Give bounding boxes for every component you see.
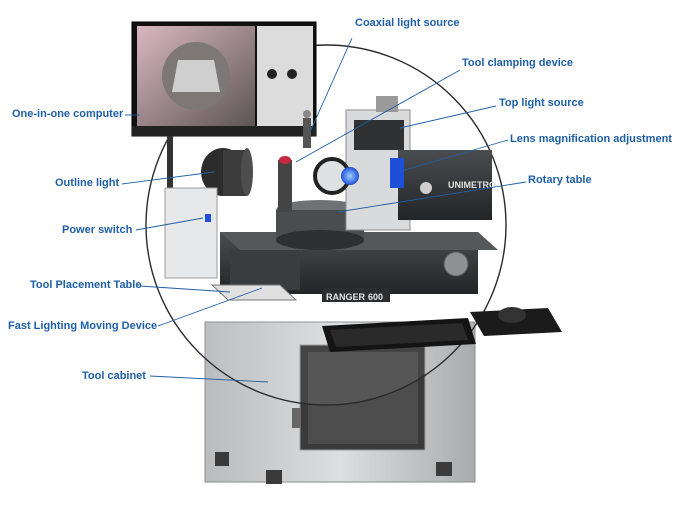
- leader-lens: [397, 139, 509, 173]
- power-unit: [164, 187, 218, 279]
- monitor-stand: [167, 136, 173, 196]
- label-lens-magnification-adjustment: Lens magnification adjustment: [510, 133, 672, 145]
- leader-lighting: [157, 287, 263, 327]
- cabinet-handle: [292, 408, 300, 428]
- power-switch: [205, 214, 211, 222]
- coaxial-light-source: [303, 110, 311, 148]
- mouse-pad: [470, 307, 562, 336]
- label-coaxial-light-source: Coaxial light source: [355, 17, 460, 29]
- lens-magnification-adjustment: [390, 158, 404, 188]
- label-tool-clamping-device: Tool clamping device: [462, 57, 574, 69]
- top-light-column: UNIMETRO: [313, 96, 496, 231]
- leader-outline: [121, 171, 215, 185]
- leader-rotary: [337, 181, 527, 213]
- label-top-light-source: Top light source: [499, 97, 584, 109]
- label-rotary-table: Rotary table: [528, 174, 592, 186]
- keyboard: [322, 318, 476, 352]
- label-tool-placement-table: Tool Placement Table: [30, 279, 142, 291]
- outline-light: [201, 148, 253, 196]
- brand-logo: UNIMETRO: [448, 180, 496, 190]
- label-power-switch: Power switch: [62, 224, 133, 236]
- leader-coaxial: [309, 37, 353, 133]
- leader-clamping: [295, 69, 461, 163]
- leader-placement: [139, 285, 231, 293]
- leader-lines: [121, 37, 527, 383]
- label-one-in-one-computer: One-in-one computer: [12, 108, 124, 120]
- label-fast-lighting-moving-device: Fast Lighting Moving Device: [8, 320, 158, 332]
- label-outline-light: Outline light: [55, 177, 120, 189]
- tool-clamping-device: [278, 156, 292, 212]
- leader-cabinet: [149, 375, 269, 383]
- leader-power: [135, 217, 204, 231]
- one-in-one-computer: [131, 21, 317, 196]
- tool-placement-table: [210, 284, 298, 301]
- label-tool-cabinet: Tool cabinet: [82, 370, 146, 382]
- mouse: [498, 307, 526, 323]
- leader-top-light: [399, 105, 497, 129]
